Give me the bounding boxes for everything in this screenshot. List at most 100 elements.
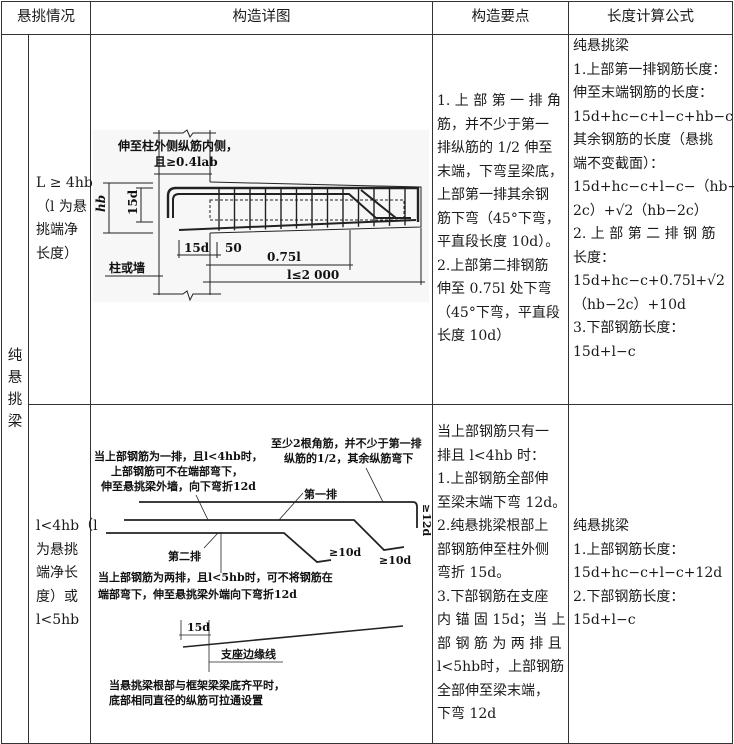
note-two-rows: 当上部钢筋为两排，且l<5hb时，可不将钢筋在 bbox=[98, 570, 333, 584]
dim-hb: hb bbox=[94, 195, 108, 212]
header-formula: 长度计算公式 bbox=[568, 1, 733, 35]
figure-cantilever-long: 伸至柱外侧纵筋内侧， 且≥0.4lab hb 15d 15d 50 0.75l … bbox=[93, 129, 429, 302]
note-one-row-3: 伸至悬挑梁外墙，向下弯折12d bbox=[100, 479, 256, 493]
text-line: 15d+l−c bbox=[573, 343, 636, 360]
points-text: 1. 上 部 第 一 排 角筋，并不少于第一排纵筋的 1/2 伸至末端，下弯呈梁… bbox=[433, 90, 568, 349]
condition-text: L ≥ 4hb （l 为悬挑端净长度） bbox=[32, 172, 93, 266]
header-points: 构造要点 bbox=[432, 1, 569, 35]
text-line: 长度） bbox=[36, 245, 78, 262]
category-label: 纯悬挑梁 bbox=[2, 345, 28, 433]
header-row: 悬挑情况 构造详图 构造要点 长度计算公式 bbox=[1, 1, 733, 35]
text-line: 纯悬挑梁 bbox=[573, 518, 629, 534]
text-line: 1.上部钢筋长度： bbox=[573, 541, 685, 558]
figure-cell: 当上部钢筋为一排，且l<4hb时， 上部钢筋可不在端部弯下， 伸至悬挑梁外墙，向… bbox=[90, 403, 433, 744]
dim-15d-vertical: 15d bbox=[126, 189, 140, 215]
points-cell: 当上部钢筋只有一排且 l<4hb 时： 1.上部钢筋全部伸至梁末端下弯 12d。 2… bbox=[432, 403, 569, 744]
dim-50: 50 bbox=[225, 241, 242, 255]
text-line: 1.上部钢筋全部伸 bbox=[437, 471, 549, 487]
points-cell: 1. 上 部 第 一 排 角筋，并不少于第一排纵筋的 1/2 伸至末端，下弯呈梁… bbox=[432, 34, 569, 405]
text-line: 伸至末端钢筋的长度： bbox=[573, 85, 713, 101]
text-line: 3.下部钢筋在支座 bbox=[437, 588, 549, 605]
text-line: 筋下弯（45°下弯， bbox=[437, 210, 560, 227]
dim-12d: ≥12d bbox=[420, 504, 431, 537]
note-two-rows-2: 端部弯下，伸至悬挑梁外端向下弯折12d bbox=[98, 587, 297, 601]
text-line: l<5hb bbox=[36, 612, 80, 628]
text-line: 内 锚 固 15d；当 上 bbox=[437, 612, 566, 628]
category-char: 挑 bbox=[7, 392, 23, 408]
category-cell: 纯悬挑梁 bbox=[1, 34, 29, 744]
text-line: 上部第一排其余钢 bbox=[437, 187, 549, 203]
text-line: 下弯 12d bbox=[437, 706, 497, 722]
dim-15d: 15d bbox=[187, 621, 210, 634]
category-char: 纯 bbox=[7, 348, 23, 364]
figure-cantilever-short: 当上部钢筋为一排，且l<4hb时， 上部钢筋可不在端部弯下， 伸至悬挑梁外墙，向… bbox=[94, 436, 433, 707]
text-line: 2c）+√2（hb−2c） bbox=[573, 202, 708, 219]
text-line: 2.纯悬挑梁根部上 bbox=[437, 518, 549, 534]
label-first-row: 第一排 bbox=[304, 487, 337, 501]
text-line: （l 为悬 bbox=[36, 198, 87, 215]
text-line: 2.上部第二排钢筋 bbox=[437, 257, 549, 274]
text-line: 挑端净 bbox=[36, 222, 78, 239]
text-line: 纯悬挑梁 bbox=[573, 38, 629, 54]
note-bottom-flush-2: 底部相同直径的纵筋可拉通设置 bbox=[109, 693, 263, 707]
text-line: 3.下部钢筋长度： bbox=[573, 320, 685, 336]
note-extend-to-column: 伸至柱外侧纵筋内侧， bbox=[117, 138, 238, 153]
label-second-row: 第二排 bbox=[168, 549, 201, 563]
note-one-row: 当上部钢筋为一排，且l<4hb时， bbox=[94, 449, 263, 463]
text-line: 15d+hc−c+l−c+hb−c bbox=[573, 108, 733, 125]
text-line: 末端，下弯呈梁底， bbox=[437, 163, 563, 180]
text-line: 排且 l<4hb 时： bbox=[437, 447, 545, 464]
text-line: 1. 上 部 第 一 排 角 bbox=[437, 93, 562, 109]
note-corner-bars: 至少2根角筋，并不少于第一排 bbox=[271, 436, 422, 450]
text-line: 部 钢 筋 为 两 排 且 bbox=[437, 635, 562, 652]
text-line: 端净长 bbox=[36, 565, 78, 581]
dim-10d-first: ≥10d bbox=[379, 554, 412, 567]
text-line: 排纵筋的 1/2 伸至 bbox=[437, 140, 553, 156]
text-line: （hb−2c）+10d bbox=[573, 296, 686, 313]
text-line: 部钢筋伸至柱外侧 bbox=[437, 541, 549, 558]
formula-text: 纯悬挑梁 1.上部第一排钢筋长度： 伸至末端钢筋的长度： 15d+hc−c+l−c+h… bbox=[569, 35, 734, 364]
text-line: 弯折 15d。 bbox=[437, 565, 511, 581]
points-text: 当上部钢筋只有一排且 l<4hb 时： 1.上部钢筋全部伸至梁末端下弯 12d。 2… bbox=[433, 421, 568, 727]
text-line: 筋，并不少于第一 bbox=[437, 116, 549, 133]
dim-10d-second: ≥10d bbox=[329, 546, 362, 559]
table-row: 纯悬挑梁 L ≥ 4hb （l 为悬挑端净长度） bbox=[1, 34, 734, 744]
note-corner-bars-2: 纵筋的1/2，其余纵筋弯下 bbox=[284, 451, 413, 465]
text-line: 度）或 bbox=[36, 588, 78, 605]
text-line: 长度 10d） bbox=[437, 328, 511, 344]
text-line: 全部伸至梁末端， bbox=[437, 682, 549, 699]
text-line: 平直段长度 10d）。 bbox=[437, 234, 560, 250]
text-line: 端不变截面）： bbox=[573, 155, 664, 172]
text-line: 15d+hc−c+l−c+12d bbox=[573, 565, 723, 581]
text-line: 至梁末端下弯 12d。 bbox=[437, 494, 567, 511]
label-column-or-wall: 柱或墙 bbox=[109, 260, 145, 275]
text-line: 15d+l−c bbox=[573, 612, 636, 628]
label-support-edge: 支座边缘线 bbox=[220, 647, 276, 661]
text-line: 长度： bbox=[573, 249, 615, 266]
dim-l: l≤2 000 bbox=[287, 268, 339, 282]
header-condition: 悬挑情况 bbox=[1, 1, 91, 35]
text-line: l<5hb时，上部钢筋 bbox=[437, 659, 565, 675]
text-line: 15d+hc−c+0.75l+√2 bbox=[573, 273, 725, 289]
note-anchor-length: 且≥0.4lab bbox=[154, 155, 218, 169]
dim-075l: 0.75l bbox=[267, 250, 301, 264]
category-char: 悬 bbox=[7, 370, 23, 386]
text-line: 为悬挑 bbox=[36, 541, 78, 558]
figure-cell: 伸至柱外侧纵筋内侧， 且≥0.4lab hb 15d 15d 50 0.75l … bbox=[90, 34, 433, 405]
text-line: 15d+hc−c+l−c−（hb− bbox=[573, 179, 734, 195]
text-line: 当上部钢筋只有一 bbox=[437, 424, 549, 440]
note-bottom-flush: 当悬挑梁根部与框架梁梁底齐平时， bbox=[109, 678, 285, 692]
formula-cell: 纯悬挑梁 1.上部第一排钢筋长度： 伸至末端钢筋的长度： 15d+hc−c+l−c+h… bbox=[568, 34, 734, 405]
header-detail: 构造详图 bbox=[90, 1, 433, 35]
dim-15d: 15d bbox=[184, 241, 210, 255]
text-line: L ≥ 4hb bbox=[36, 175, 93, 192]
condition-cell: L ≥ 4hb （l 为悬挑端净长度） bbox=[28, 34, 93, 405]
text-line: （45°下弯，平直段 bbox=[437, 304, 560, 321]
text-line: 1.上部第一排钢筋长度： bbox=[573, 61, 727, 78]
